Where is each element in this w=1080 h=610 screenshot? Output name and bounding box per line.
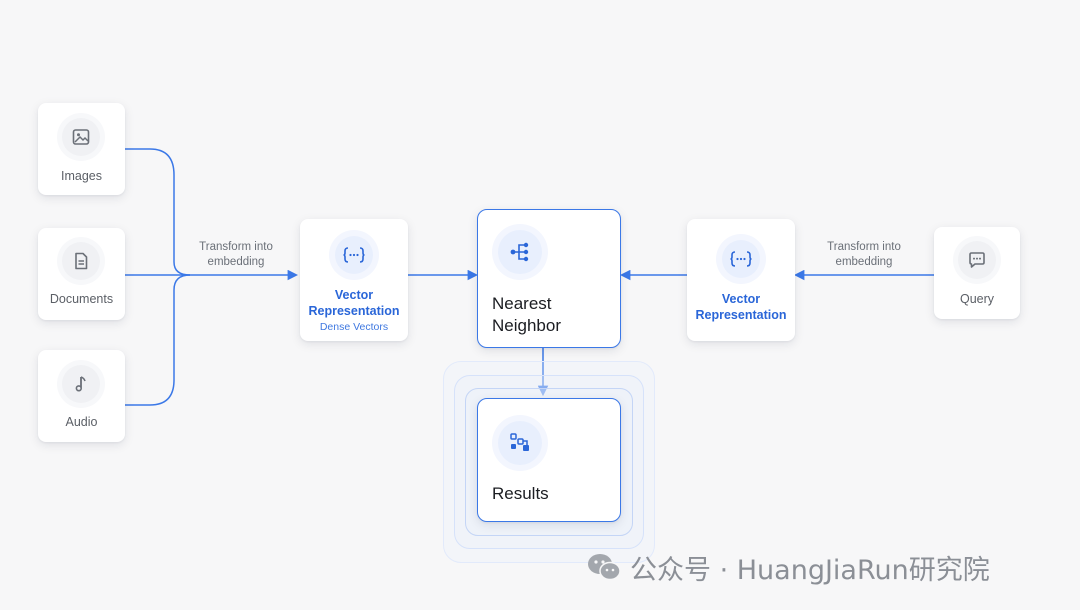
chat-bubble-icon (958, 241, 996, 279)
results-title: Results (492, 484, 549, 503)
source-card-audio: Audio (38, 350, 125, 442)
watermark-text: 公众号 · HuangJiaRun研究院 (630, 554, 990, 586)
vector-title: Vector Representation (308, 288, 400, 318)
document-icon (62, 242, 100, 280)
source-label: Documents (49, 292, 114, 306)
results-card: Results (477, 398, 621, 522)
nearest-title: Nearest Neighbor (492, 294, 561, 335)
wire-images (125, 148, 191, 276)
query-label: Query (959, 292, 995, 306)
tree-graph-icon (498, 230, 542, 274)
vector-title: Vector Representation (695, 292, 787, 322)
edge-label-right: Transform into embedding (827, 241, 901, 268)
vector-representation-left: Vector Representation Dense Vectors (300, 219, 408, 341)
vector-subtitle: Dense Vectors (319, 321, 389, 333)
source-card-documents: Documents (38, 228, 125, 320)
watermark: 公众号 · HuangJiaRun研究院 (586, 548, 990, 586)
source-label: Images (61, 169, 102, 183)
vector-representation-right: Vector Representation (687, 219, 795, 341)
nearest-neighbor-card: Nearest Neighbor (477, 209, 621, 348)
wire-audio (125, 274, 191, 406)
edge-label-left: Transform into embedding (199, 241, 273, 268)
braces-dots-icon (335, 236, 373, 274)
braces-dots-icon (722, 240, 760, 278)
image-icon (62, 118, 100, 156)
wechat-logo-icon (586, 552, 622, 582)
query-card: Query (934, 227, 1020, 319)
source-card-images: Images (38, 103, 125, 195)
music-note-icon (62, 365, 100, 403)
source-label: Audio (65, 415, 98, 429)
results-grid-icon (498, 421, 542, 465)
